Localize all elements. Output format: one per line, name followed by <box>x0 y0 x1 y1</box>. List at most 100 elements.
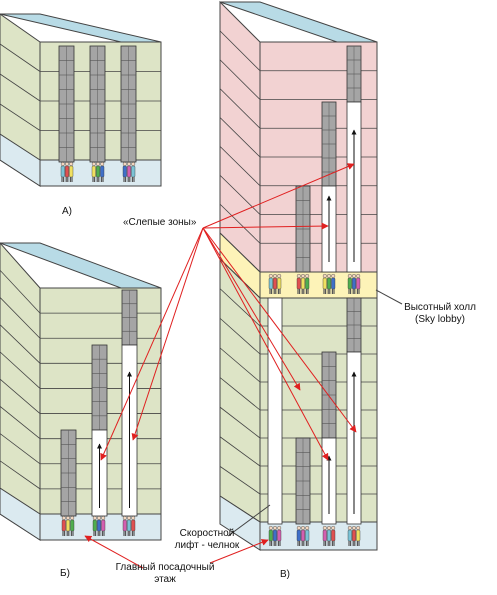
passenger-leg <box>358 289 359 294</box>
passenger-body <box>301 278 305 289</box>
passenger-leg <box>323 289 324 294</box>
passenger-leg <box>302 289 303 294</box>
passenger-body <box>352 278 356 289</box>
passenger-head <box>323 274 327 278</box>
passenger-head <box>327 526 331 530</box>
building-b <box>0 243 161 540</box>
passenger-leg <box>62 531 63 536</box>
passenger-leg <box>297 289 298 294</box>
passenger-leg <box>98 177 99 182</box>
passenger-leg <box>350 289 351 294</box>
passenger-leg <box>297 541 298 546</box>
passenger-body <box>93 520 97 531</box>
passenger-leg <box>271 541 272 546</box>
passenger-leg <box>71 177 72 182</box>
passenger-head <box>273 526 277 530</box>
passenger-leg <box>354 541 355 546</box>
passenger-leg <box>132 177 133 182</box>
building-a-shafts <box>59 46 136 162</box>
passenger-leg <box>307 541 308 546</box>
passenger-head <box>123 516 127 520</box>
blind-zones-label: «Слепые зоны» <box>123 217 196 229</box>
passenger-leg <box>275 289 276 294</box>
passenger-body <box>269 530 273 541</box>
passenger-body <box>301 530 305 541</box>
passenger-leg <box>133 531 134 536</box>
passenger-head <box>100 162 104 166</box>
passenger-leg <box>353 289 354 294</box>
main-boarding-floor-label-line2: этаж <box>105 574 225 586</box>
passenger-body <box>297 530 301 541</box>
passenger-head <box>331 274 335 278</box>
passenger-leg <box>275 541 276 546</box>
main-boarding-floor-label-line1: Главный посадочный <box>105 562 225 574</box>
passenger-body <box>127 520 131 531</box>
passenger-body <box>62 520 66 531</box>
passenger-leg <box>63 177 64 182</box>
passenger-head <box>65 162 69 166</box>
passenger-body <box>131 520 135 531</box>
passenger-body <box>331 278 335 289</box>
passenger-body <box>305 530 309 541</box>
passenger-body <box>97 520 101 531</box>
passenger-leg <box>303 289 304 294</box>
passenger-body <box>127 166 131 177</box>
passenger-body <box>65 166 69 177</box>
passenger-leg <box>329 289 330 294</box>
main-boarding-floor-label: Главный посадочный этаж <box>105 562 225 586</box>
passenger-leg <box>278 541 279 546</box>
passenger-body <box>348 530 352 541</box>
passenger-head <box>127 516 131 520</box>
passenger-leg <box>306 289 307 294</box>
passenger-head <box>69 162 73 166</box>
passenger-leg <box>94 177 95 182</box>
passenger-leg <box>323 541 324 546</box>
passenger-head <box>131 162 135 166</box>
passenger-leg <box>97 177 98 182</box>
passenger-leg <box>128 177 129 182</box>
passenger-leg <box>133 177 134 182</box>
passenger-leg <box>329 541 330 546</box>
passenger-leg <box>129 531 130 536</box>
passenger-leg <box>279 541 280 546</box>
passenger-head <box>123 162 127 166</box>
passenger-body <box>277 530 281 541</box>
passenger-leg <box>357 289 358 294</box>
passenger-leg <box>358 541 359 546</box>
passenger-head <box>331 526 335 530</box>
passenger-body <box>356 530 360 541</box>
passenger-head <box>62 516 66 520</box>
building-b-passengers <box>62 516 135 536</box>
passenger-head <box>356 274 360 278</box>
passenger-head <box>97 516 101 520</box>
passenger-body <box>323 278 327 289</box>
passenger-head <box>301 274 305 278</box>
passenger-leg <box>299 541 300 546</box>
passenger-leg <box>129 177 130 182</box>
building-a <box>0 14 161 186</box>
passenger-head <box>327 274 331 278</box>
passenger-body <box>66 520 70 531</box>
passenger-head <box>269 526 273 530</box>
shuttle-elevator-label-line1: Скоростной <box>162 528 252 540</box>
passenger-leg <box>325 289 326 294</box>
passenger-leg <box>274 289 275 294</box>
passenger-leg <box>102 531 103 536</box>
building-v-side-lower <box>220 259 260 522</box>
passenger-body <box>123 520 127 531</box>
passenger-leg <box>93 531 94 536</box>
passenger-leg <box>333 289 334 294</box>
building-a-label: А) <box>62 206 72 218</box>
passenger-head <box>127 162 131 166</box>
passenger-body <box>273 530 277 541</box>
building-v-label: В) <box>280 569 290 581</box>
passenger-leg <box>92 177 93 182</box>
passenger-leg <box>357 541 358 546</box>
passenger-body <box>277 278 281 289</box>
passenger-head <box>131 516 135 520</box>
passenger-leg <box>307 289 308 294</box>
passenger-head <box>352 274 356 278</box>
passenger-leg <box>128 531 129 536</box>
passenger-body <box>69 166 73 177</box>
